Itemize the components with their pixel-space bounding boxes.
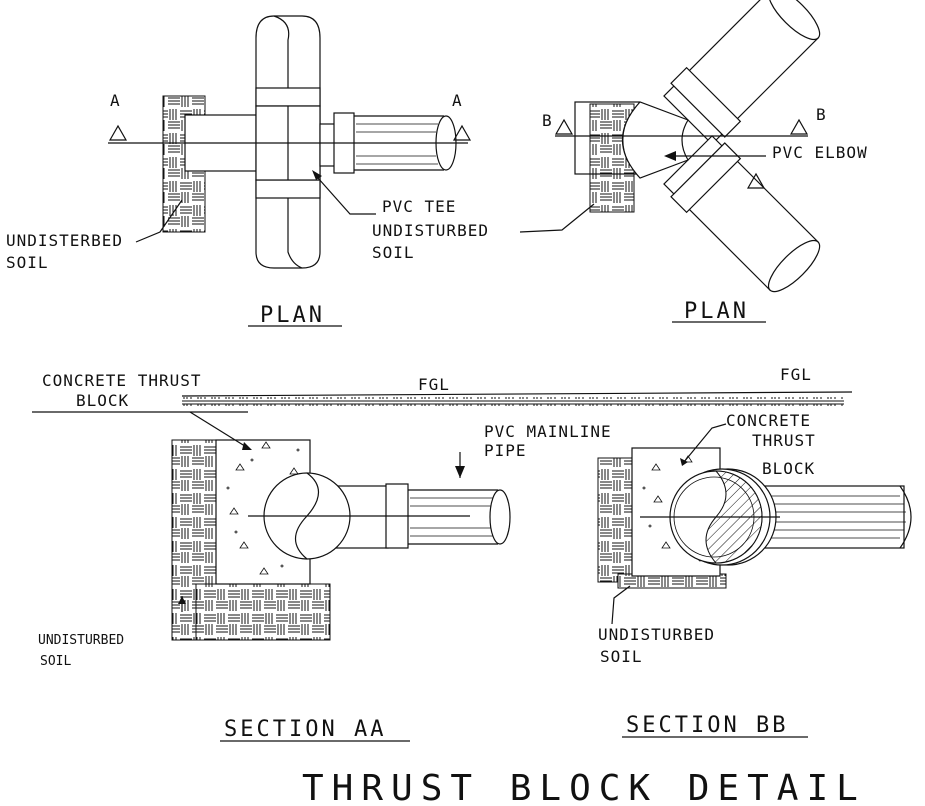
section-b-right-label: B: [816, 105, 827, 124]
pvc-tee-leader: [317, 177, 376, 215]
plan-tee-title: PLAN: [260, 303, 325, 328]
section-b-left-label: B: [542, 111, 553, 130]
soil-hatch-bb-left: [597, 457, 633, 583]
mainline-pipe-end: [489, 489, 511, 545]
undisturbed-soil-bb-line1: UNDISTURBED: [598, 625, 715, 644]
tee-coupling-top: [255, 87, 321, 107]
finished-ground-level: FGL FGL: [181, 365, 853, 406]
section-aa-title: SECTION AA: [224, 717, 386, 742]
undisturbed-soil-bb-leader: [611, 585, 631, 625]
pvc-elbow-body: [621, 101, 689, 179]
drawing-title: THRUST BLOCK DETAIL: [302, 768, 866, 806]
undisturbed-soil-aa-line2: SOIL: [40, 654, 71, 669]
plan-tee-view: A A PVC TEE UNDISTERBED SOIL PLAN: [6, 15, 472, 328]
pvc-tee-label: PVC TEE: [382, 197, 456, 216]
pvc-elbow-label: PVC ELBOW: [772, 143, 868, 162]
ground-hatch: [182, 397, 844, 406]
pvc-mainline-label-line2: PIPE: [484, 441, 527, 460]
section-aa-view: CONCRETE THRUST BLOCK PVC MAINLINE PIPE …: [32, 371, 612, 742]
plan-elbow-title: PLAN: [684, 299, 749, 324]
undisturbed-soil-label-line2: SOIL: [372, 243, 415, 262]
plan-elbow-view: B B PVC ELBOW UNDISTURBED SOIL PLAN: [372, 0, 868, 324]
pvc-mainline-label-line1: PVC MAINLINE: [484, 422, 612, 441]
tee-coupling-bottom: [255, 179, 321, 199]
undisturbed-soil-label-line1: UNDISTURBED: [372, 221, 489, 240]
concrete-bb-label-line1: CONCRETE: [726, 411, 811, 430]
undisturbed-soil-aa-line1: UNDISTURBED: [38, 633, 124, 648]
section-a-right-label: A: [452, 91, 463, 110]
section-bb-view: CONCRETE THRUST BLOCK UNDISTURBED SOIL S…: [597, 411, 912, 738]
fgl-left-label: FGL: [418, 375, 450, 394]
undisturbed-soil-bb-line2: SOIL: [600, 647, 643, 666]
concrete-thrust-label-line1: CONCRETE THRUST: [42, 371, 202, 390]
section-a-left-label: A: [110, 91, 121, 110]
concrete-block-leader-bb: [683, 423, 727, 463]
undisterbed-soil-label-line2: SOIL: [6, 253, 49, 272]
concrete-thrust-label-line2: BLOCK: [76, 391, 129, 410]
fgl-right-label: FGL: [780, 365, 812, 384]
undisturbed-soil-elbow-leader: [519, 203, 595, 233]
concrete-bb-label-line2: THRUST: [752, 431, 816, 450]
soil-hatch-aa-bottom: [195, 583, 331, 641]
undisterbed-soil-label-line1: UNDISTERBED: [6, 231, 123, 250]
undisterbed-soil-leader: [135, 199, 183, 243]
concrete-bb-label-line3: BLOCK: [762, 459, 815, 478]
section-bb-title: SECTION BB: [626, 713, 788, 738]
concrete-block-leader-aa: [189, 411, 249, 449]
